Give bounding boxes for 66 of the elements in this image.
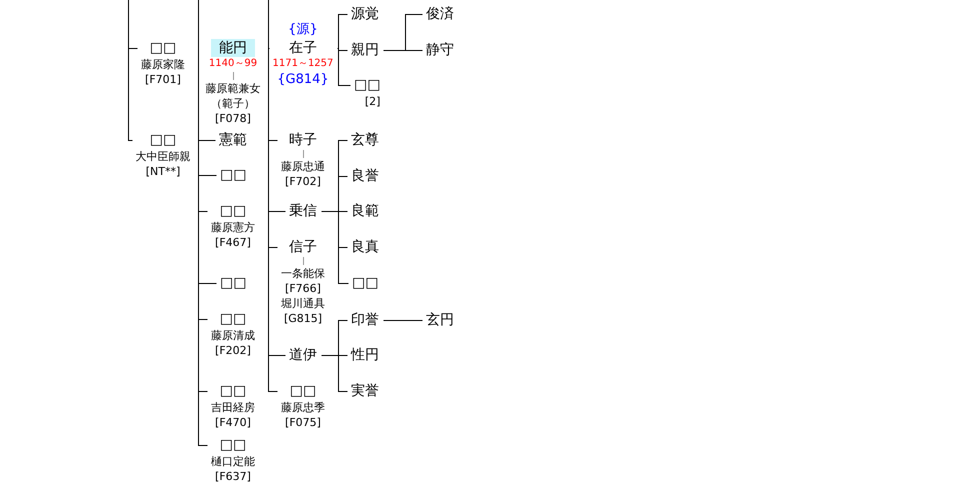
person-name: 俊済: [426, 5, 454, 23]
person-name: 良誉: [351, 167, 379, 185]
note-text: [2]: [364, 94, 380, 109]
note-text: 樋口定能: [211, 454, 255, 469]
person-name: 印誉: [351, 311, 379, 329]
note-text: 藤原憲方: [211, 220, 255, 235]
clan-note: {G814}: [276, 71, 330, 89]
person-name: 良範: [351, 202, 379, 220]
note-text: [F637]: [214, 469, 252, 484]
person-name: 親円: [351, 41, 379, 59]
person-name: □□: [148, 39, 178, 57]
note-text: 藤原忠季: [281, 400, 325, 415]
person-name: 在子: [288, 39, 318, 57]
person-name: 源覚: [351, 5, 379, 23]
tree-line: [337, 48, 351, 86]
person-name: 道伊: [289, 346, 317, 364]
clan-note: {源}: [287, 21, 319, 39]
note-text: 大中臣師親: [136, 149, 190, 164]
note-text: 一条能保: [281, 266, 325, 281]
note-text: 堀川通具: [281, 296, 325, 311]
life-years: 1171～1257: [272, 57, 334, 71]
note-text: [F075]: [284, 415, 322, 430]
tree-line: [321, 211, 349, 284]
person-name: 実誉: [351, 382, 379, 400]
note-text: 藤原忠通: [281, 159, 325, 174]
person-name: □□: [220, 274, 246, 292]
note-text: [NT**]: [144, 164, 182, 179]
highlighted-name: 能円: [211, 39, 255, 57]
tree-line: [383, 50, 423, 51]
person-name: 乗信: [289, 202, 317, 220]
person-name: 信子: [288, 238, 318, 256]
person-name: □□: [220, 166, 246, 184]
tree-line: [128, 0, 133, 141]
tree-line: [337, 48, 348, 51]
tree-line: [268, 48, 278, 392]
note-text: 藤原清成: [211, 328, 255, 343]
note-text: [F078]: [214, 111, 252, 126]
person-name: 静守: [426, 41, 454, 59]
tree-line: [337, 14, 348, 49]
note-text: [F467]: [214, 235, 252, 250]
person-name: 憲範: [219, 131, 247, 149]
note-text: 藤原家隆: [141, 57, 185, 72]
person-name: □□: [354, 76, 380, 94]
tree-line: [383, 320, 423, 321]
person-name: 時子: [288, 131, 318, 149]
note-text: 吉田経房: [211, 400, 255, 415]
person-name: 玄円: [426, 311, 454, 329]
person-name: □□: [218, 202, 248, 220]
tree-line: [321, 355, 348, 392]
person-name: 性円: [351, 346, 379, 364]
person-name: □□: [218, 436, 248, 454]
note-text: [F766]: [284, 281, 322, 296]
person-name: □□: [288, 382, 318, 400]
person-name: □□: [352, 274, 378, 292]
note-text: [F202]: [214, 343, 252, 358]
note-text: [F470]: [214, 415, 252, 430]
note-text: [F702]: [284, 174, 322, 189]
person-name: 良真: [351, 238, 379, 256]
person-name: □□: [218, 310, 248, 328]
note-text: [F701]: [144, 72, 182, 87]
person-name: 玄尊: [351, 131, 379, 149]
note-text: [G815]: [282, 311, 324, 326]
life-years: 1140～99: [208, 57, 258, 71]
person-name: □□: [148, 131, 178, 149]
person-name: □□: [218, 382, 248, 400]
note-text: 藤原範兼女（範子）: [204, 81, 262, 111]
